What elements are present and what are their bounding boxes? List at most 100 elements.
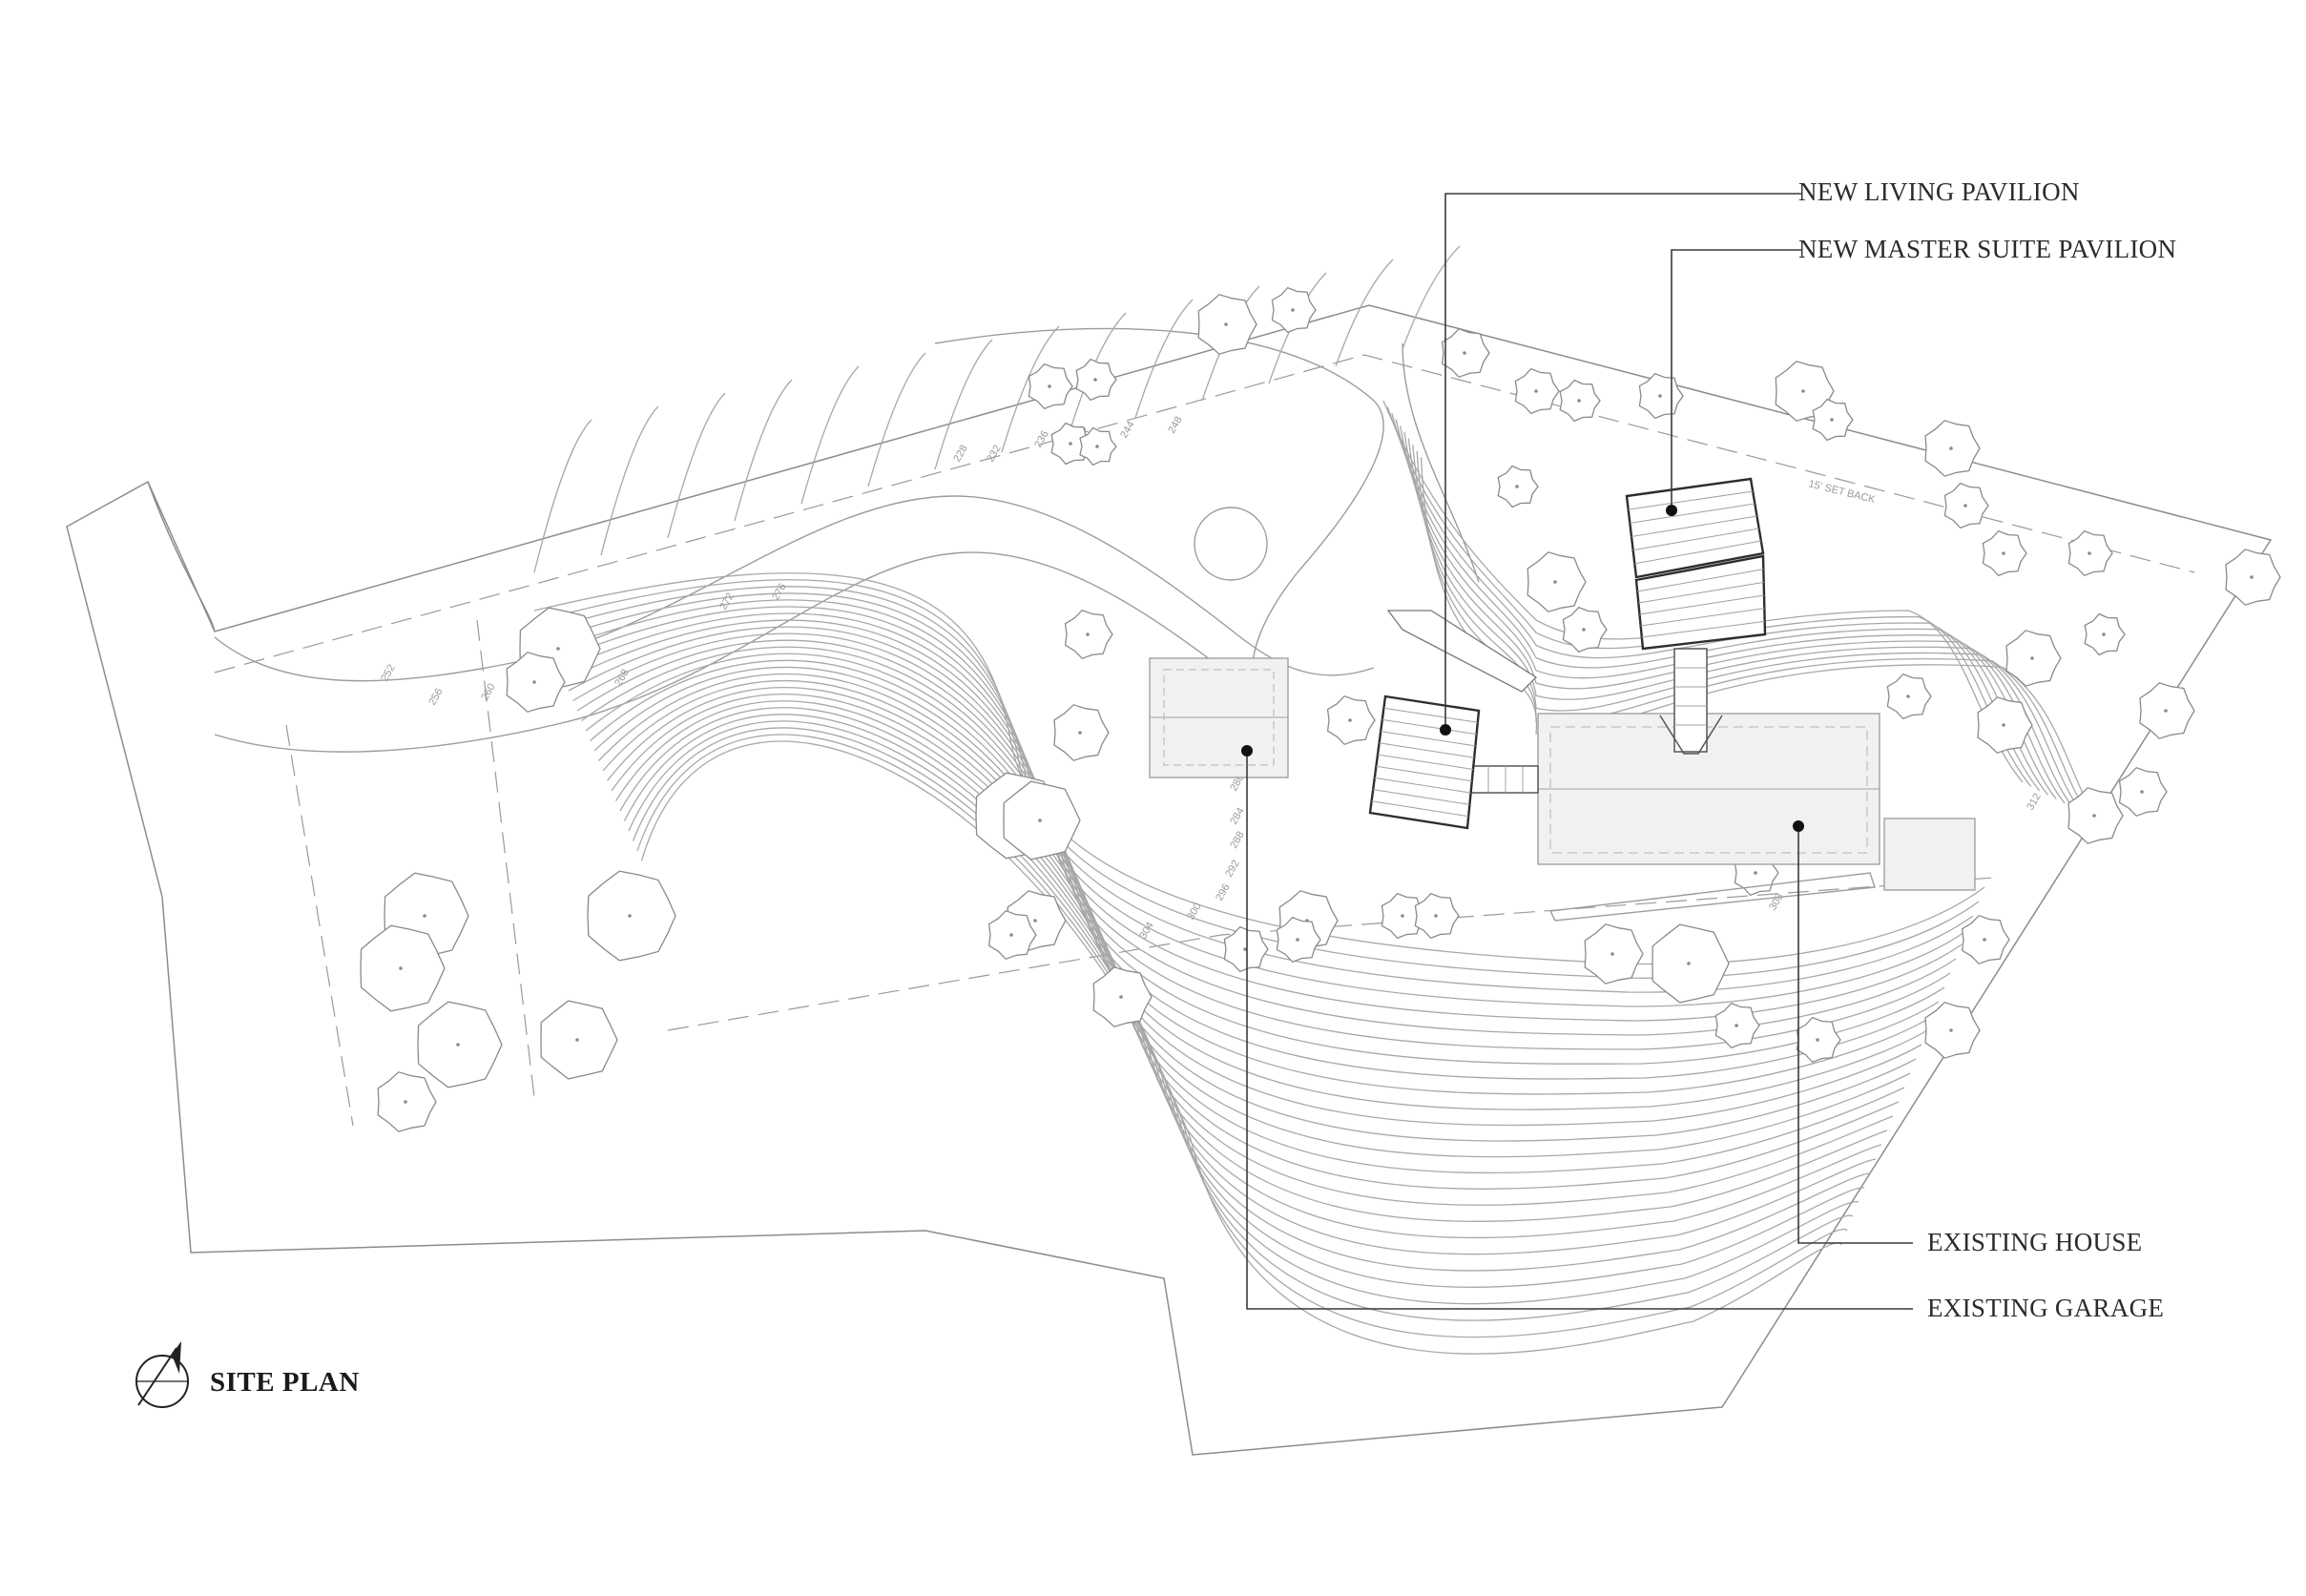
contour-line	[611, 694, 1882, 1239]
tree-symbol	[2225, 549, 2281, 606]
existing-garage-marker	[1241, 745, 1253, 757]
tree-symbol	[1271, 286, 1317, 334]
tree-symbol	[1079, 426, 1117, 466]
tree-symbol	[1886, 673, 1932, 720]
contour-line	[538, 579, 1980, 979]
tree-symbol	[2139, 682, 2195, 739]
trees	[360, 286, 2281, 1132]
tree-symbol	[1514, 367, 1560, 415]
contour-line	[628, 720, 1859, 1305]
tree-symbol	[1562, 606, 1608, 653]
tree-symbol	[1064, 609, 1113, 660]
tree-symbol	[417, 1001, 503, 1088]
existing-garage-footprint	[1149, 657, 1289, 778]
contour-label: 276	[770, 582, 789, 603]
contour-label: 248	[1166, 415, 1185, 436]
contour-line	[1001, 325, 1060, 453]
callout-leaders	[1241, 193, 1913, 1310]
tree-symbol	[506, 652, 566, 713]
contour-line	[555, 606, 1957, 1036]
contour-line	[1395, 419, 2048, 796]
tree-symbol	[1924, 1002, 1981, 1059]
contour-line	[667, 392, 726, 539]
driveway	[214, 327, 1480, 753]
tree-symbol	[1943, 482, 1989, 529]
contour-line	[576, 639, 1928, 1110]
contour-line	[1403, 431, 2066, 804]
contour-line	[593, 666, 1905, 1174]
contour-line	[1407, 438, 2074, 808]
contour-line	[934, 339, 993, 470]
tree-symbol	[1796, 1016, 1841, 1064]
tree-symbol	[1812, 398, 1854, 442]
contour-line	[1416, 450, 2090, 817]
north-arrow-icon	[135, 1341, 189, 1408]
tree-symbol	[1584, 923, 1644, 985]
living-pavilion-marker	[1440, 724, 1451, 736]
tree-symbol	[1714, 1002, 1760, 1049]
contour-line	[1399, 425, 2057, 800]
new-master-suite-pavilion-footprint	[1625, 477, 1767, 651]
contour-line	[598, 673, 1900, 1190]
drawing-title: SITE PLAN	[210, 1367, 360, 1398]
new-living-pavilion-footprint	[1368, 694, 1481, 830]
tree-symbol	[1638, 372, 1684, 420]
contour-line	[551, 599, 1963, 1022]
callout-existing-house: EXISTING HOUSE	[1927, 1228, 2142, 1256]
tree-symbol	[1028, 363, 1073, 410]
contour-label: 284	[1228, 806, 1247, 827]
contour-line	[585, 653, 1917, 1142]
contour-label: 300	[1185, 902, 1204, 922]
contour-line	[867, 352, 926, 487]
contour-line	[581, 646, 1922, 1127]
property-boundary	[66, 304, 2273, 1456]
contour-line	[533, 572, 1985, 965]
contour-label: 288	[1228, 830, 1247, 851]
contour-line	[600, 405, 659, 556]
existing-house-footprint	[1537, 713, 1976, 922]
contour-label: 272	[717, 591, 737, 612]
contour-label: 232	[985, 444, 1004, 465]
contour-label: 252	[379, 663, 398, 684]
tree-symbol	[1441, 327, 1490, 379]
tree-symbol	[1326, 694, 1376, 746]
contour-line	[734, 379, 793, 522]
tree-symbol	[1053, 704, 1110, 761]
contour-line	[568, 626, 1940, 1080]
contour-label: 228	[951, 444, 970, 465]
setback-lines	[214, 354, 2195, 1127]
tree-symbol	[2118, 766, 2168, 818]
tree-symbol	[2067, 787, 2124, 844]
master-suite-marker	[1666, 505, 1677, 516]
contour-line	[590, 659, 1911, 1158]
tree-symbol	[1276, 916, 1321, 964]
contour-line	[1412, 445, 2083, 813]
tree-symbol	[587, 870, 676, 962]
contour-line	[542, 586, 1974, 993]
tree-symbol	[1197, 294, 1257, 355]
contour-label: 296	[1214, 882, 1233, 903]
tree-symbol	[1527, 551, 1587, 612]
tree-symbol	[540, 1000, 618, 1080]
tree-symbol	[1003, 780, 1081, 860]
tree-symbol	[1977, 696, 2033, 754]
tree-symbol	[1092, 966, 1153, 1027]
contour-line	[1335, 259, 1394, 367]
contour-line	[564, 619, 1945, 1065]
contour-line	[619, 707, 1871, 1272]
tree-symbol	[1982, 529, 2027, 577]
contour-line	[623, 714, 1865, 1288]
contour-label: 292	[1223, 859, 1242, 880]
contour-line	[572, 632, 1934, 1095]
callout-new-master-suite-pavilion: NEW MASTER SUITE PAVILION	[1798, 235, 2176, 263]
tree-symbol	[1652, 923, 1730, 1004]
callout-new-living-pavilion: NEW LIVING PAVILION	[1798, 177, 2080, 206]
tree-symbol	[377, 1071, 437, 1132]
tree-symbol	[1497, 465, 1539, 508]
contour-line	[1402, 245, 1461, 350]
tree-symbol	[1414, 892, 1460, 940]
tree-symbol	[1075, 358, 1117, 402]
tree-symbol	[2005, 630, 2062, 687]
tree-symbol	[1961, 914, 2010, 965]
tree-symbol	[2067, 529, 2113, 577]
